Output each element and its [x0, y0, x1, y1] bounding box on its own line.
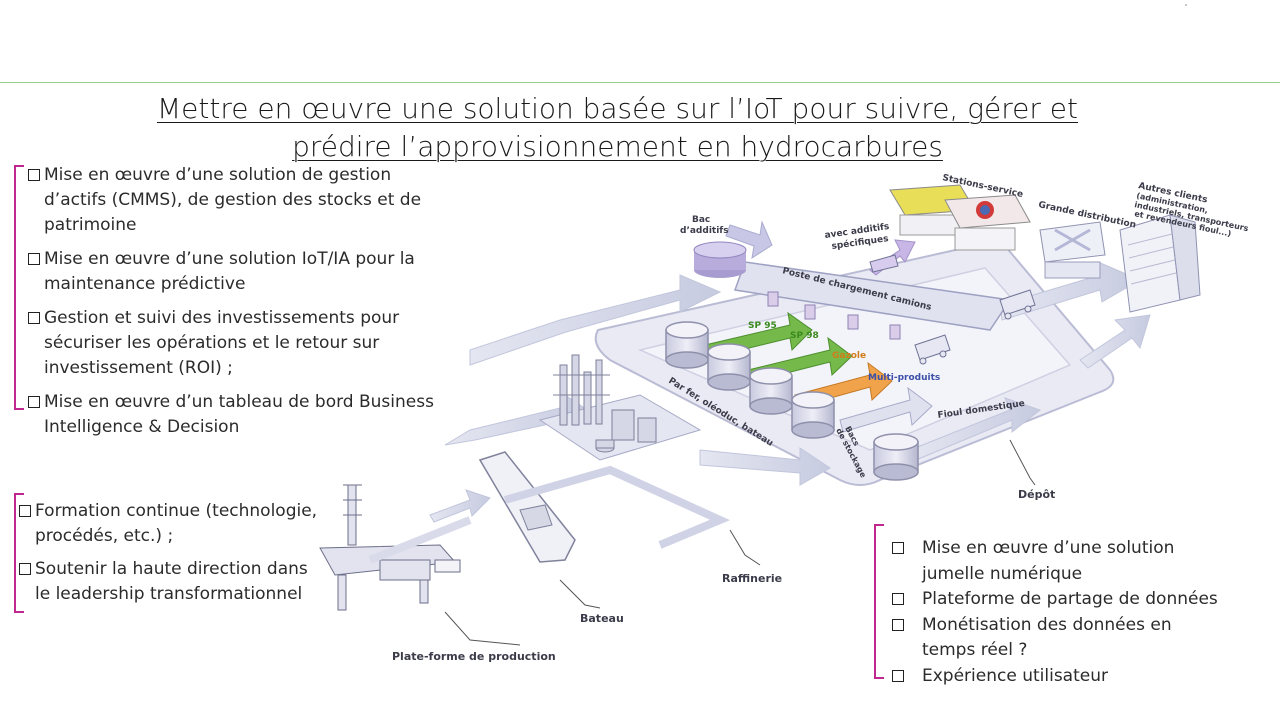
- bracket-right: [874, 524, 884, 679]
- corner-dot: [1185, 4, 1187, 6]
- label-plateforme: Plate-forme de production: [392, 650, 556, 663]
- title-line-2: prédire l’approvisionnement en hydrocarb…: [292, 130, 943, 163]
- title-line-1: Mettre en œuvre une solution basée sur l…: [157, 92, 1078, 125]
- label-bac-additifs-2: d’additifs: [680, 226, 729, 236]
- list-item: Gestion et suivi des investissements pou…: [28, 306, 448, 381]
- label-bateau: Bateau: [580, 612, 624, 625]
- page-title: Mettre en œuvre une solution basée sur l…: [130, 90, 1105, 166]
- supply-chain-diagram: Bac d’additifs avec additifs spécifiques…: [319, 173, 1249, 663]
- checkbox-icon: [892, 542, 904, 554]
- checkbox-icon: [28, 169, 40, 181]
- list-item: Formation continue (technologie,procédés…: [19, 499, 339, 549]
- list-item: Expérience utilisateur: [892, 664, 1262, 690]
- label-multi-produits: Multi-produits: [868, 373, 940, 383]
- checkbox-icon: [19, 563, 31, 575]
- checkbox-icon: [28, 312, 40, 324]
- checkbox-icon: [19, 505, 31, 517]
- label-sp95: SP 95: [748, 321, 777, 331]
- label-sp98: SP 98: [790, 331, 819, 341]
- checkbox-icon: [892, 669, 904, 682]
- checkbox-icon: [28, 253, 40, 265]
- header-divider: [0, 82, 1280, 83]
- bracket-left-bottom: [14, 493, 24, 613]
- list-item: Mise en œuvre d’un tableau de bord Busin…: [28, 390, 448, 440]
- list-item: Mise en œuvre d’une solution IoT/IA pour…: [28, 247, 448, 297]
- label-depot: Dépôt: [1018, 488, 1055, 501]
- checkbox-icon: [28, 396, 40, 408]
- bracket-left-top: [14, 165, 24, 410]
- left-list-bottom: Formation continue (technologie,procédés…: [19, 499, 339, 616]
- list-item: Plateforme de partage de données: [892, 587, 1262, 613]
- label-bac-additifs-1: Bac: [692, 215, 710, 225]
- label-gazole: Gazole: [832, 351, 866, 361]
- label-raffinerie: Raffinerie: [722, 572, 782, 585]
- checkbox-icon: [892, 618, 904, 631]
- checkbox-icon: [892, 593, 904, 605]
